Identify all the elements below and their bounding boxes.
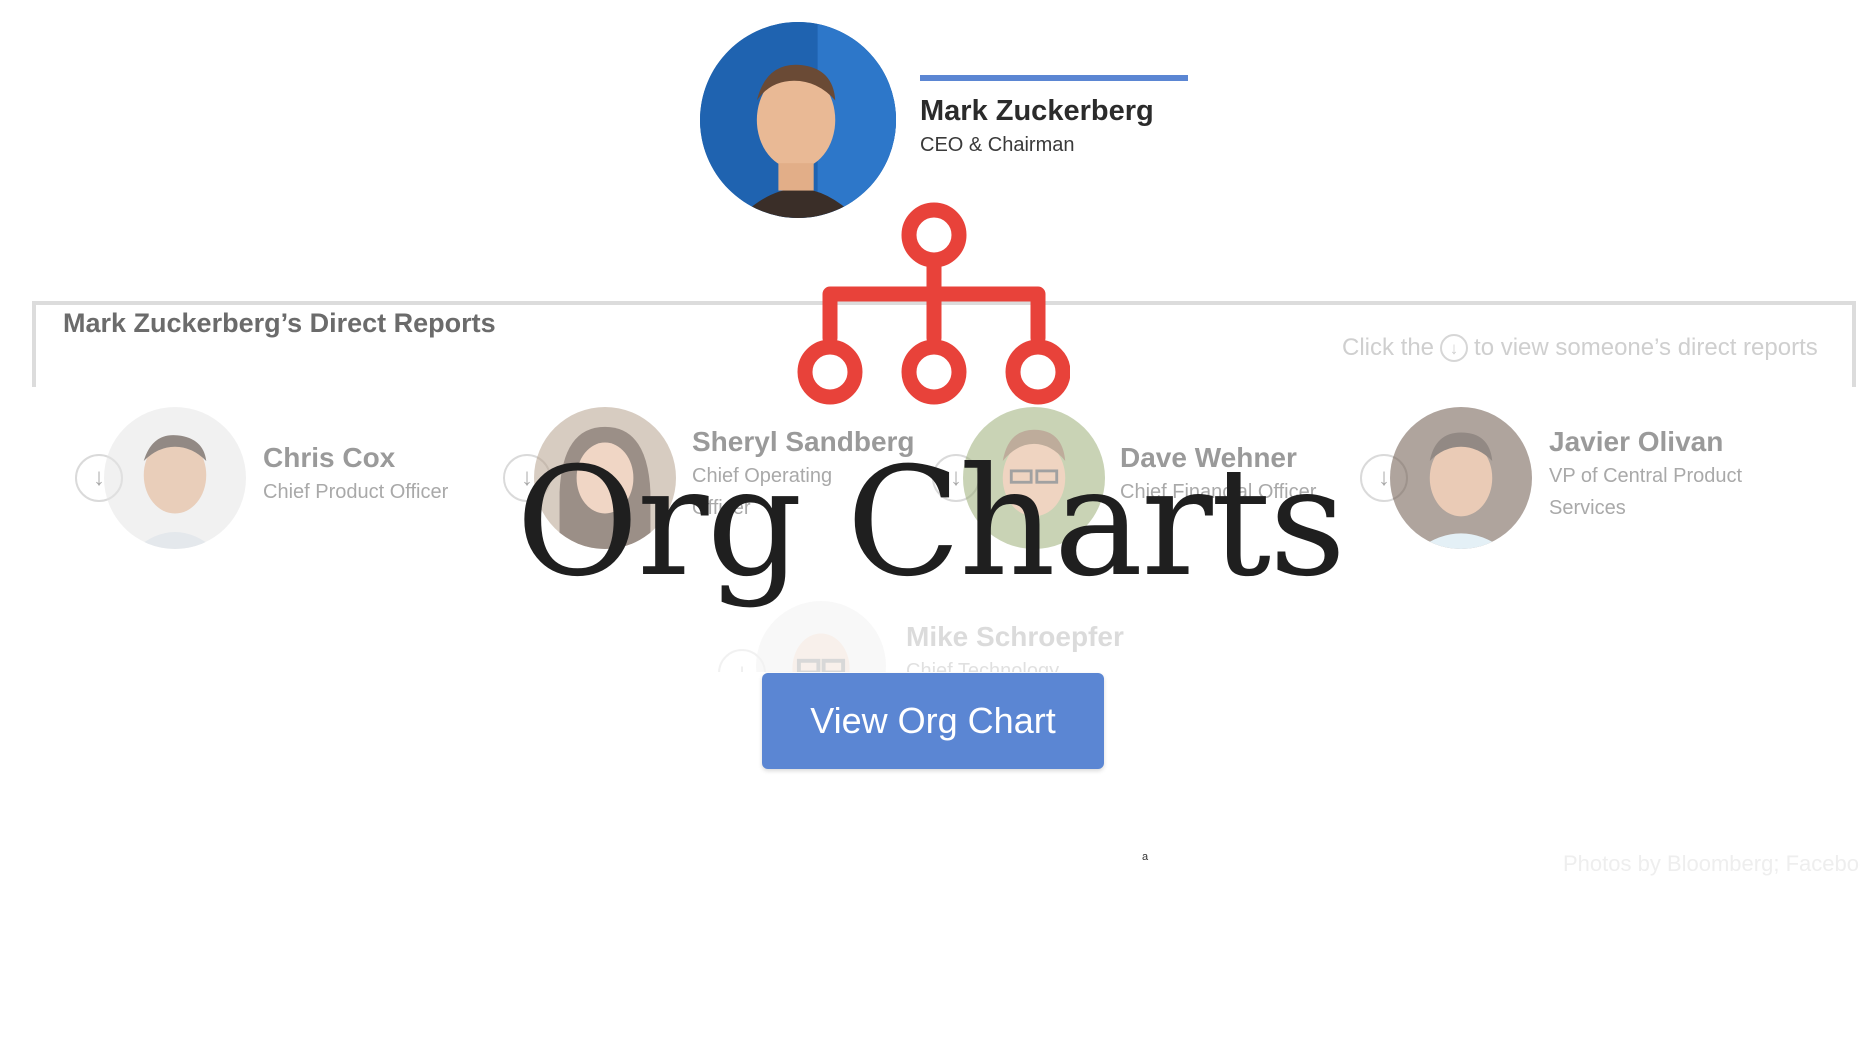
org-chart-icon (797, 202, 1070, 405)
view-org-chart-button[interactable]: View Org Chart (762, 673, 1104, 769)
report-name-mike-schroepfer: Mike Schroepfer (906, 621, 1124, 652)
ceo-name: Mark Zuckerberg (920, 95, 1154, 127)
arrow-down-icon: ↓ (1378, 464, 1390, 491)
ceo-avatar (700, 22, 896, 218)
hint-text-before: Click the (1342, 334, 1435, 361)
report-title-chris-cox: Chief Product Officer (263, 481, 449, 503)
org-charts-title: Org Charts (515, 436, 1346, 610)
report-title-sheryl-sandberg-line1: Chief Operating (692, 465, 833, 487)
report-name-dave-wehner: Dave Wehner (1120, 442, 1297, 473)
report-title-javier-olivan-line1: VP of Central Product (1549, 465, 1743, 487)
arrow-down-icon: ↓ (93, 464, 105, 491)
report-name-sheryl-sandberg: Sheryl Sandberg (692, 426, 915, 457)
direct-reports-panel (32, 301, 1856, 387)
arrow-down-circle-icon: ↓ (1440, 334, 1469, 362)
hint-text-after: to view someone’s direct reports (1474, 334, 1818, 361)
avatar-javier-olivan (1390, 407, 1532, 549)
report-name-javier-olivan: Javier Olivan (1549, 426, 1724, 457)
ceo-portrait-icon (700, 22, 896, 218)
ceo-title: CEO & Chairman (920, 134, 1075, 156)
person-portrait-icon (534, 407, 676, 549)
ceo-accent-rule (920, 75, 1188, 81)
report-title-javier-olivan-line2: Services (1549, 497, 1626, 519)
direct-reports-hint: Click the ↓ to view someone’s direct rep… (1342, 334, 1818, 362)
report-card-mike-schroepfer: ↓ Mike Schroepfer Chief Technology (718, 601, 1138, 731)
photo-credit: Photos by Bloomberg; Facebook (1563, 851, 1860, 876)
arrow-down-icon: ↓ (521, 464, 533, 491)
arrow-down-icon: ↓ (950, 464, 962, 491)
avatar-chris-cox (104, 407, 246, 549)
person-portrait-icon (1390, 407, 1532, 549)
direct-reports-heading: Mark Zuckerberg’s Direct Reports (63, 308, 496, 338)
avatar-sheryl-sandberg (534, 407, 676, 549)
person-portrait-icon (963, 407, 1105, 549)
tiny-mark: a (1142, 851, 1149, 863)
report-title-sheryl-sandberg-line2: Officer (692, 497, 751, 519)
report-title-dave-wehner: Chief Financial Officer (1120, 481, 1317, 503)
report-name-chris-cox: Chris Cox (263, 442, 396, 473)
person-portrait-icon (104, 407, 246, 549)
avatar-dave-wehner (963, 407, 1105, 549)
